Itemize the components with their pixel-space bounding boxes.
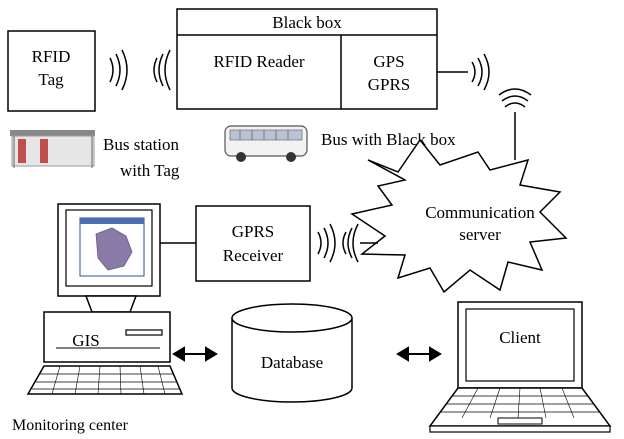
- client-label: Client: [499, 328, 541, 347]
- uplink-signal-icon: [498, 88, 532, 160]
- gis-label: GIS: [72, 331, 99, 350]
- black-box-label: Black box: [272, 13, 342, 32]
- black-box-node: Black box RFID Reader GPS GPRS: [176, 8, 438, 110]
- rfid-reader-label: RFID Reader: [213, 52, 304, 71]
- receiver-signal-icon: [317, 223, 378, 263]
- gprs-signal-icon: [437, 53, 490, 91]
- communication-server-node: Communication server: [350, 138, 568, 294]
- gps-label: GPS: [373, 52, 404, 71]
- bus-station-label-line1: Bus station: [103, 135, 180, 154]
- bus-station-icon: [10, 130, 95, 168]
- monitoring-computer-icon: GIS: [26, 203, 184, 395]
- monitoring-center-label: Monitoring center: [12, 417, 129, 434]
- bus-icon: [224, 125, 308, 162]
- bus-station-label-line2: with Tag: [120, 161, 180, 180]
- rfid-tag-node: RFID Tag: [7, 30, 96, 112]
- database-node: Database: [231, 303, 353, 403]
- database-label: Database: [261, 353, 323, 372]
- gis-database-arrow: [172, 346, 218, 362]
- wireless-signal-icon: [109, 49, 171, 91]
- communication-server-label-line1: Communication: [425, 203, 535, 222]
- rfid-tag-label-line2: Tag: [38, 70, 64, 89]
- client-laptop-icon: Client: [428, 301, 612, 433]
- gprs-label: GPRS: [368, 75, 411, 94]
- rfid-tag-label-line1: RFID: [32, 47, 71, 66]
- gprs-receiver-label-line1: GPRS: [232, 222, 275, 241]
- gprs-receiver-label-line2: Receiver: [223, 246, 284, 265]
- gprs-receiver-node: GPRS Receiver: [195, 205, 311, 282]
- communication-server-label-line2: server: [459, 225, 501, 244]
- database-client-arrow: [396, 346, 442, 362]
- bus-with-black-box-label: Bus with Black box: [321, 130, 456, 149]
